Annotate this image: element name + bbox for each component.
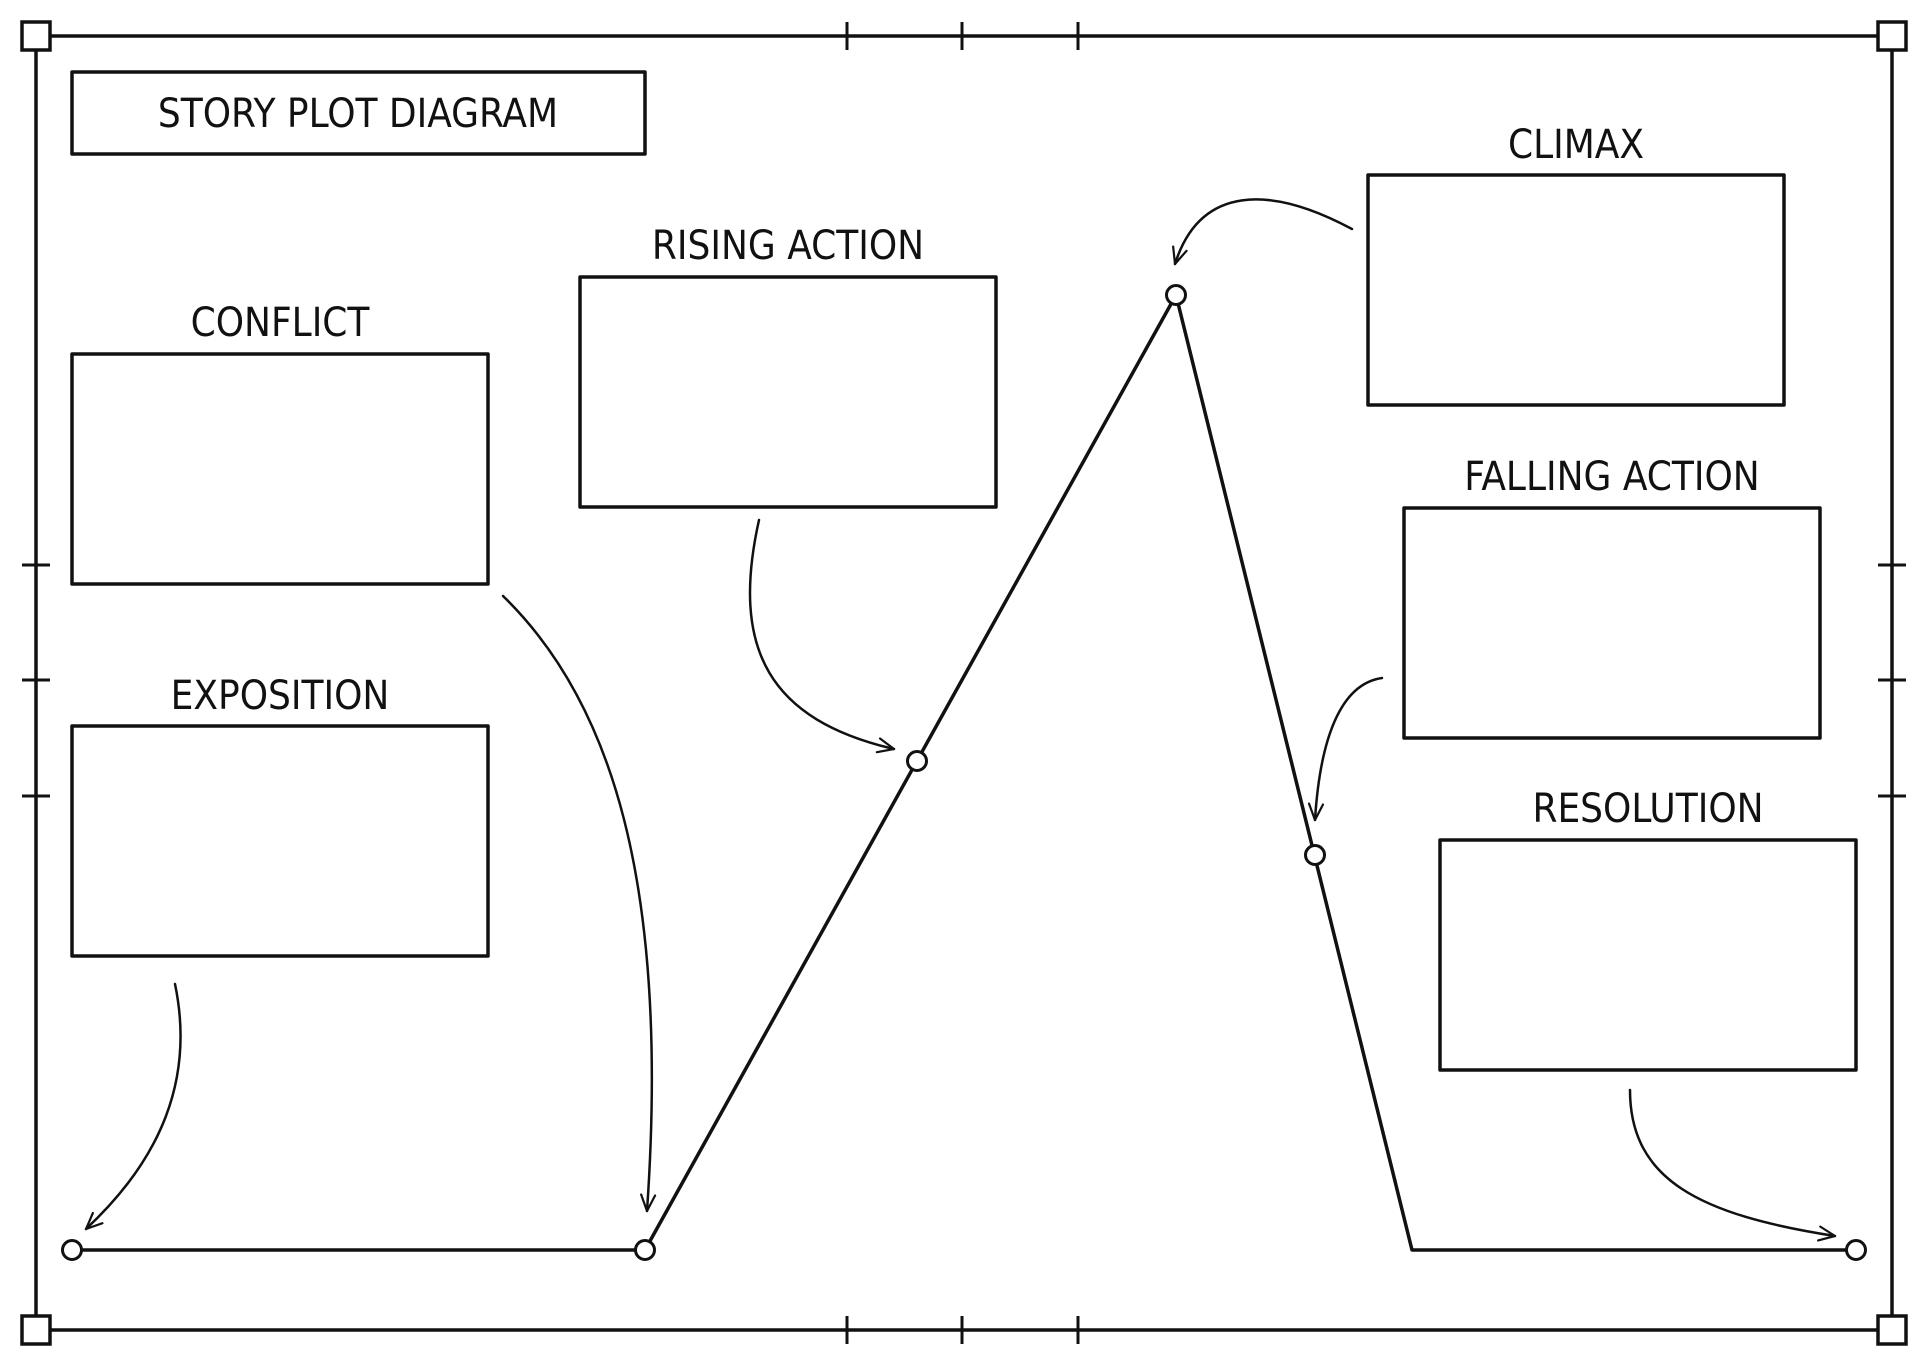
exposition-label: EXPOSITION [171, 673, 390, 719]
rising-action-box[interactable] [578, 275, 998, 509]
exposition-box[interactable] [70, 724, 490, 958]
climax-label: CLIMAX [1508, 122, 1644, 168]
conflict-arrow [501, 594, 657, 1213]
climax-box[interactable] [1366, 173, 1786, 407]
connector-arrows [84, 198, 1837, 1242]
resolution-box[interactable] [1438, 838, 1858, 1072]
conflict-box[interactable] [70, 352, 490, 586]
climax-section: CLIMAX [1366, 122, 1786, 407]
exposition-point [61, 1239, 83, 1261]
falling-action-arrow [1307, 676, 1384, 822]
conflict-section: CONFLICT [70, 300, 490, 586]
exposition-section: EXPOSITION [70, 673, 490, 958]
corner-handle [20, 20, 52, 52]
conflict-label: CONFLICT [191, 300, 371, 346]
rising-action-label: RISING ACTION [652, 223, 924, 269]
diagram-title: STORY PLOT DIAGRAM [158, 91, 558, 137]
title-box: STORY PLOT DIAGRAM [70, 70, 647, 156]
resolution-section: RESOLUTION [1438, 786, 1858, 1072]
resolution-label: RESOLUTION [1532, 786, 1763, 832]
falling-action-point [1304, 844, 1326, 866]
resolution-point [1845, 1239, 1867, 1261]
corner-handle [20, 1314, 52, 1346]
falling-action-label: FALLING ACTION [1464, 454, 1759, 500]
plot-points [61, 284, 1867, 1261]
corner-handle [1876, 20, 1908, 52]
falling-action-box[interactable] [1402, 506, 1822, 740]
rising-action-section: RISING ACTION [578, 223, 998, 509]
corner-handle [1876, 1314, 1908, 1346]
rising-action-point [906, 750, 928, 772]
falling-action-section: FALLING ACTION [1402, 454, 1822, 740]
exposition-arrow [84, 982, 182, 1231]
outer-frame [20, 20, 1908, 1346]
conflict-point [634, 1239, 656, 1261]
climax-arrow [1172, 198, 1354, 266]
climax-point [1165, 284, 1187, 306]
resolution-arrow [1628, 1088, 1837, 1242]
rising-action-arrow [748, 518, 896, 754]
ruler-ticks [22, 22, 1906, 1344]
plot-line [70, 293, 1858, 1252]
